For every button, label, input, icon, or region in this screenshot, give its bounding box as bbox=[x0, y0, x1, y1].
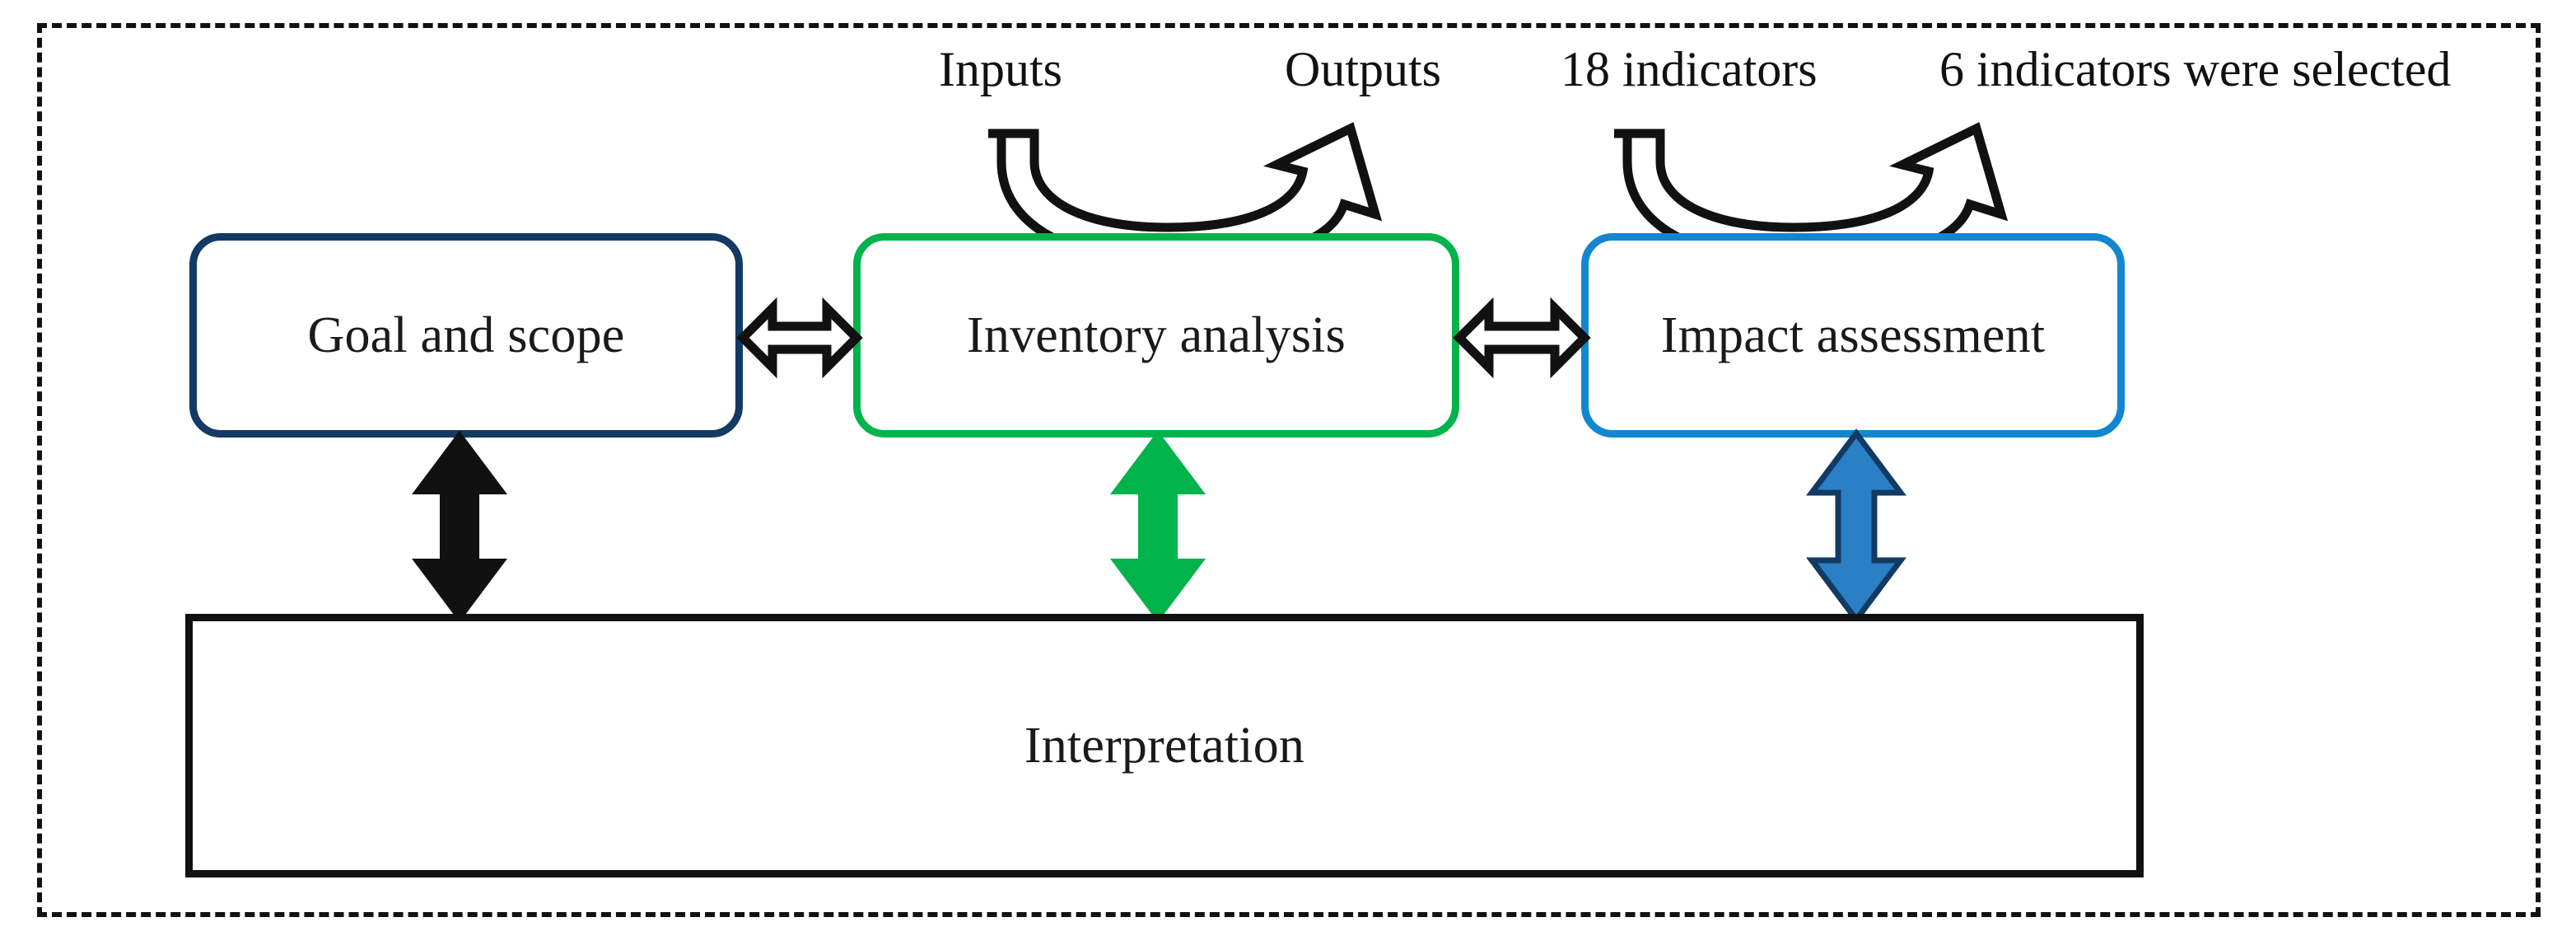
stage-label-goal-and-scope: Goal and scope bbox=[307, 307, 625, 363]
curve-label-18-indicators: 18 indicators bbox=[1561, 42, 1818, 96]
stage-box-inventory-analysis[interactable]: Inventory analysis bbox=[853, 233, 1459, 438]
stage-box-interpretation[interactable]: Interpretation bbox=[185, 614, 2144, 877]
stage-label-interpretation: Interpretation bbox=[1024, 717, 1305, 774]
curve-label-inputs: Inputs bbox=[939, 42, 1062, 96]
stage-box-impact-assessment[interactable]: Impact assessment bbox=[1581, 233, 2125, 438]
connector-inventory-to-impact bbox=[1453, 297, 1591, 379]
stage-box-goal-and-scope[interactable]: Goal and scope bbox=[189, 233, 743, 438]
stage-label-inventory-analysis: Inventory analysis bbox=[967, 307, 1346, 363]
stage-label-impact-assessment: Impact assessment bbox=[1660, 307, 2046, 363]
connector-goal-to-inventory bbox=[736, 297, 863, 379]
connector-inventory-to-interpretation bbox=[1110, 430, 1206, 623]
dashed-outer-frame bbox=[37, 23, 2541, 917]
connector-impact-to-interpretation bbox=[1806, 428, 1906, 625]
curve-label-6-indicators: 6 indicators were selected bbox=[1939, 42, 2452, 96]
curve-label-outputs: Outputs bbox=[1285, 42, 1442, 96]
connector-goal-to-interpretation bbox=[412, 430, 507, 623]
